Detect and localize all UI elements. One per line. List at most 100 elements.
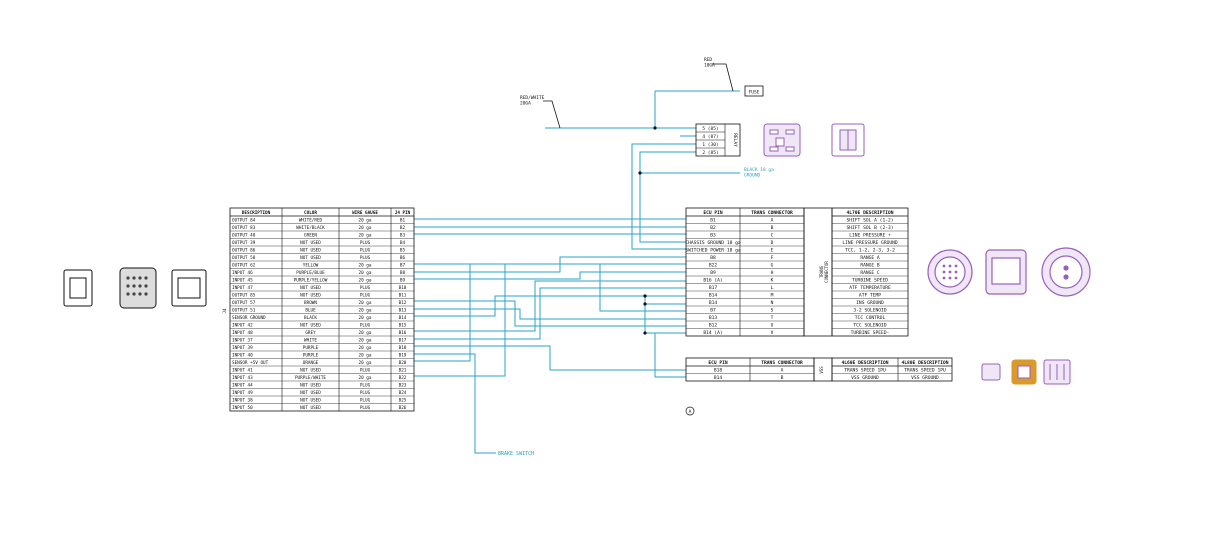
table-cell: PURPLE/WHITE [295,375,326,381]
table-cell: NOT USED [300,285,321,291]
table-cell: NOT USED [300,405,321,411]
table-cell: B25 [399,398,407,404]
trans-connector-icon [927,247,1091,297]
table-cell: OUTPUT 62 [232,263,256,269]
relay-pin-label: 4 (87) [702,134,718,140]
table-row: SHIFT SOL B (2-3) [846,225,893,231]
table-cell: 20 ga [359,278,372,284]
wire-red-10ga [654,90,740,129]
table-cell: PURPLE [303,345,319,351]
table-cell: B24 [399,390,407,396]
table-cell: 20 ga [359,338,372,344]
brake-switch-label: BRAKE SWITCH [498,451,534,457]
table-cell: PURPLE [303,353,319,359]
table-cell: 20 ga [359,330,372,336]
table-cell: ATF TEMPERATURE [849,285,891,291]
table-cell: OUTPUT 83 [232,225,256,231]
table-cell: H [771,270,774,276]
table-cell: T [771,315,774,321]
table-header: DESCRIPTION [242,210,271,216]
table-cell: B12 [399,300,407,306]
table-cell: L [771,285,774,291]
table-cell: B17 [399,338,407,344]
table-cell: A [781,368,784,374]
table-cell: 20 ga [359,353,372,359]
table-cell: NOT USED [300,383,321,389]
table-cell: GREY [305,330,316,336]
table-cell: INPUT 44 [232,383,253,389]
table-cell: B18 [399,345,407,351]
relay-pin-label: 2 (85) [702,150,718,156]
table-header: TRANS CONNECTOR [761,360,803,366]
table-cell: PLUG [360,398,371,404]
j4-label: J4 [222,308,227,313]
table-cell: INPUT 45 [232,278,253,284]
wire-b19 [394,353,496,454]
table-cell: 20 ga [359,225,372,231]
table-cell: B8 [400,270,406,276]
table-row: INS GROUND [856,300,884,306]
table-cell: LINE PRESSURE + [849,233,891,239]
table-cell: B6 [400,255,406,261]
table-cell: CHASSIS GROUND 18 ga [685,240,741,246]
table-cell: WHITE/RED [299,218,323,224]
wire-relay-30 [631,143,696,250]
wire-b18 [394,345,686,371]
table-cell: SENSOR GROUND [232,315,266,321]
table-cell: SHIFT SOL B (2-3) [846,225,893,231]
table-row: TCC CONTROL [855,315,886,321]
table-cell: BROWN [304,300,317,306]
table-cell: B3 [400,233,406,239]
table-row: B14 (A)V [703,330,773,336]
table-cell: PLUG [360,255,371,261]
table-row: RANGE C [860,270,880,276]
table-header: 4L60E DESCRIPTION [841,360,888,366]
table-row: TCC SOLENOID [853,323,886,329]
table-cell: PLUG [360,285,371,291]
table-cell: B12 [709,323,718,329]
table-cell: PLUG [360,323,371,329]
table-cell: SHIFT SOL A (1-2) [846,218,893,224]
table-cell: NOT USED [300,248,321,254]
table-cell: VSS GROUND [851,375,879,381]
table-cell: B4 [400,240,406,246]
table-cell: PLUG [360,383,371,389]
leader-lines [543,63,734,129]
table-cell: A [771,218,774,224]
table-cell: SWITCHED POWER 18 ga [685,248,741,254]
ecu-connector-icon [63,267,207,309]
table-header: WIRE GAUGE [352,210,378,216]
table-cell: B16 (A) [703,278,722,284]
table-cell: NOT USED [300,240,321,246]
relay-connector-icon [763,123,865,157]
table-header: COLOR [304,210,317,216]
wire-b12 [394,300,686,327]
table-cell: OUTPUT 40 [232,233,256,239]
table-cell: PLUG [360,390,371,396]
junction-dots [638,126,657,335]
table-cell: B22 [399,375,407,381]
table-row: ATF TEMPERATURE [849,285,891,291]
table-cell: WHITE/BLACK [296,225,325,231]
table-cell: 20 ga [359,270,372,276]
table-cell: LINE PRESSURE GROUND [842,240,898,246]
